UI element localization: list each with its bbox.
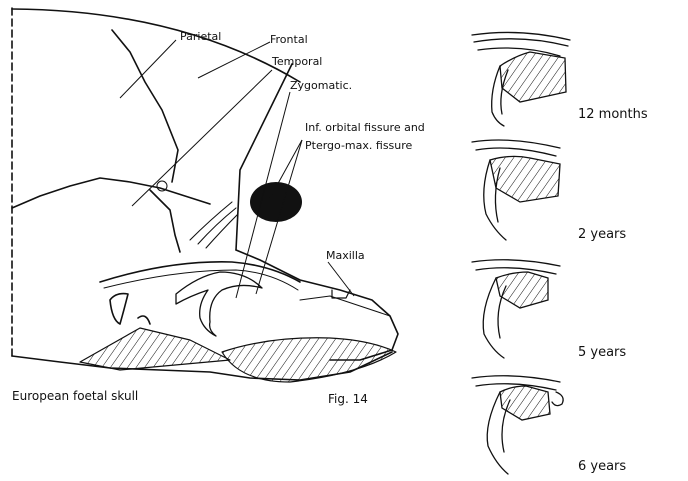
age-label-12-months: 12 months (578, 108, 648, 121)
label-zygomatic: Zygomatic. (290, 80, 352, 91)
age-drawing-6-years (472, 376, 563, 474)
age-label-2-years: 2 years (578, 228, 626, 241)
maxilla-hatched (222, 338, 396, 382)
pterygoid-plates (110, 294, 150, 324)
figure-number: Fig. 14 (328, 393, 368, 405)
label-inf-orbital-line2: Ptergo-max. fissure (305, 140, 412, 151)
label-maxilla: Maxilla (326, 250, 365, 261)
temporal-suture (150, 190, 180, 252)
zygomatic-bone (190, 202, 238, 248)
age-drawing-12-months (472, 32, 570, 126)
age-label-6-years: 6 years (578, 460, 626, 473)
squamosal-suture (12, 178, 210, 208)
age-drawing-2-years (472, 140, 560, 240)
figure-caption: European foetal skull (12, 390, 138, 402)
label-temporal: Temporal (272, 56, 322, 67)
label-parietal: Parietal (180, 31, 221, 42)
foetal-skull-drawing (12, 8, 398, 382)
mandible-coronoid (176, 272, 262, 336)
label-frontal: Frontal (270, 34, 308, 45)
coronal-suture (112, 30, 178, 182)
age-drawing-5-years (472, 260, 560, 358)
cranial-vault-outline (12, 9, 300, 82)
age-label-5-years: 5 years (578, 346, 626, 359)
frontal-bone-outline (236, 64, 292, 250)
label-inf-orbital-line1: Inf. orbital fissure and (305, 122, 425, 133)
palate-hatched (80, 328, 230, 370)
